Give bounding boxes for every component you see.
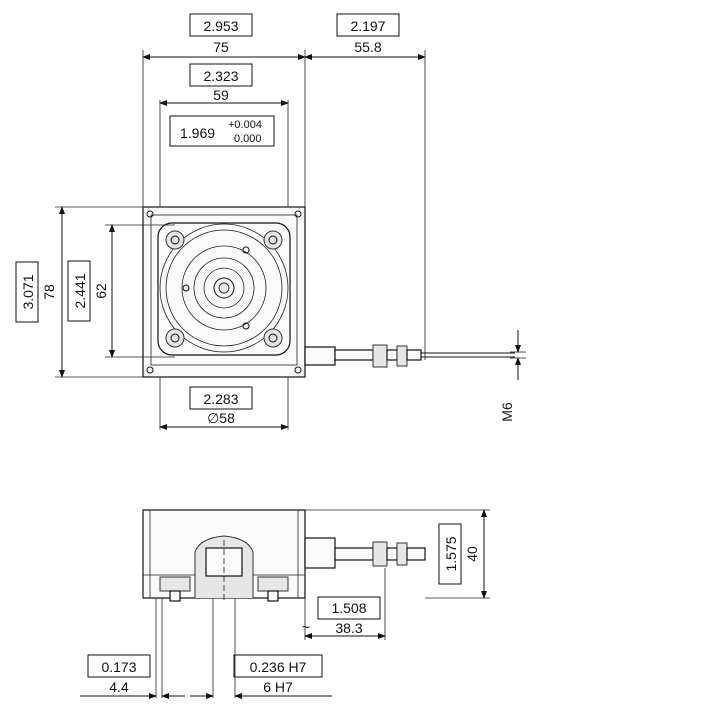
dim-depth-inch: 1.575 — [443, 536, 459, 571]
dim-pilot-tol-minus: 0.000 — [234, 133, 262, 145]
dim-cable-extension-mm: 38.3 — [335, 620, 362, 636]
cable-connector — [304, 344, 515, 368]
dim-overall-width-inch: 2.953 — [203, 18, 238, 34]
dim-flange-diameter-mm: ∅58 — [207, 410, 235, 426]
dim-flange-diameter-inch: 2.283 — [203, 391, 238, 407]
dim-bolt-vertical-inch: 2.441 — [72, 273, 88, 308]
side-connector — [304, 537, 336, 569]
dim-depth-mm: 40 — [464, 546, 480, 562]
dim-bolt-spacing-mm: 59 — [213, 87, 229, 103]
corner-bolts — [165, 230, 283, 348]
dim-cable-offset-inch: 2.197 — [350, 18, 385, 34]
hub-circle — [193, 257, 255, 319]
dim-shaft-offset-mm: 4.4 — [109, 679, 129, 695]
dim-pilot-inch: 1.969 — [180, 125, 215, 141]
dim-cable-offset-mm: 55.8 — [354, 39, 381, 55]
dim-bolt-spacing-inch: 2.323 — [203, 68, 238, 84]
dim-overall-width-mm: 75 — [213, 39, 229, 55]
front-view — [142, 206, 515, 378]
side-view — [142, 509, 426, 698]
shaft-bore — [213, 277, 235, 299]
dim-cable-extension-inch: 1.508 — [331, 600, 366, 616]
dim-thread: M6 — [499, 402, 515, 422]
dim-overall-height-inch: 3.071 — [20, 274, 36, 309]
dim-bore-inch: 0.236 H7 — [250, 659, 307, 675]
dim-overall-height-mm: 78 — [41, 284, 57, 300]
dim-shaft-offset-inch: 0.173 — [101, 659, 136, 675]
dim-bore-mm: 6 H7 — [263, 679, 293, 695]
dim-approx-symbol: ~ — [302, 619, 310, 635]
dim-pilot-tol-plus: +0.004 — [228, 119, 262, 131]
dim-bolt-vertical-mm: 62 — [93, 283, 109, 299]
